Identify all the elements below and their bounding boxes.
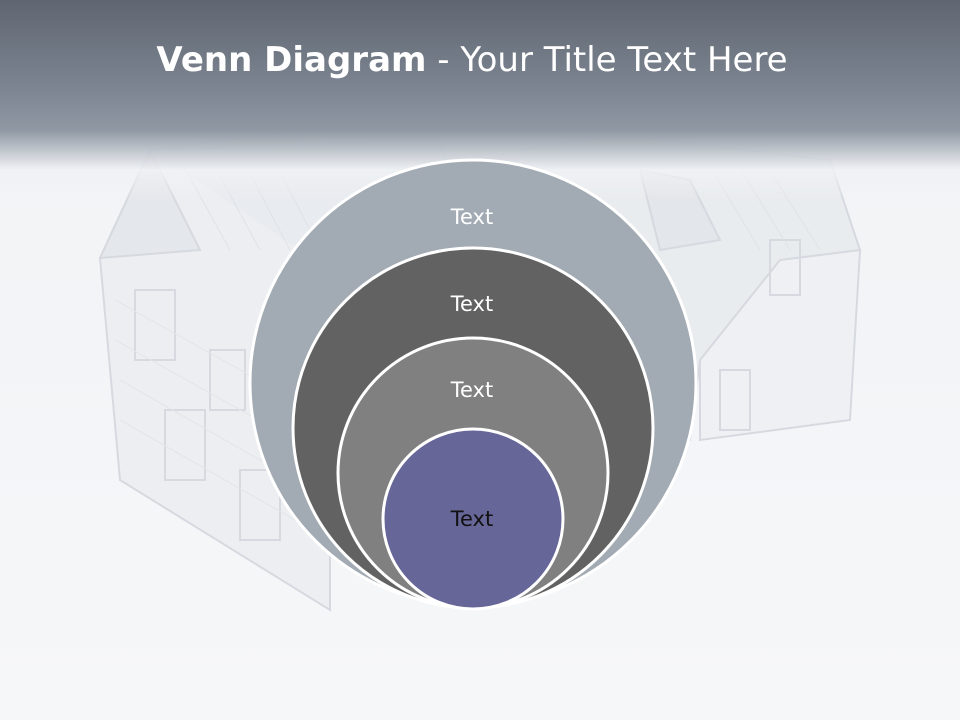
venn-label-4: Text (450, 507, 493, 531)
venn-label-1: Text (450, 205, 493, 229)
title-rest-part: - Your Title Text Here (426, 40, 788, 80)
slide-title: Venn Diagram - Your Title Text Here (0, 40, 944, 80)
venn-circle-4 (381, 427, 565, 611)
venn-label-3: Text (450, 378, 493, 402)
venn-label-2: Text (450, 292, 493, 316)
title-bold-part: Venn Diagram (156, 40, 427, 80)
